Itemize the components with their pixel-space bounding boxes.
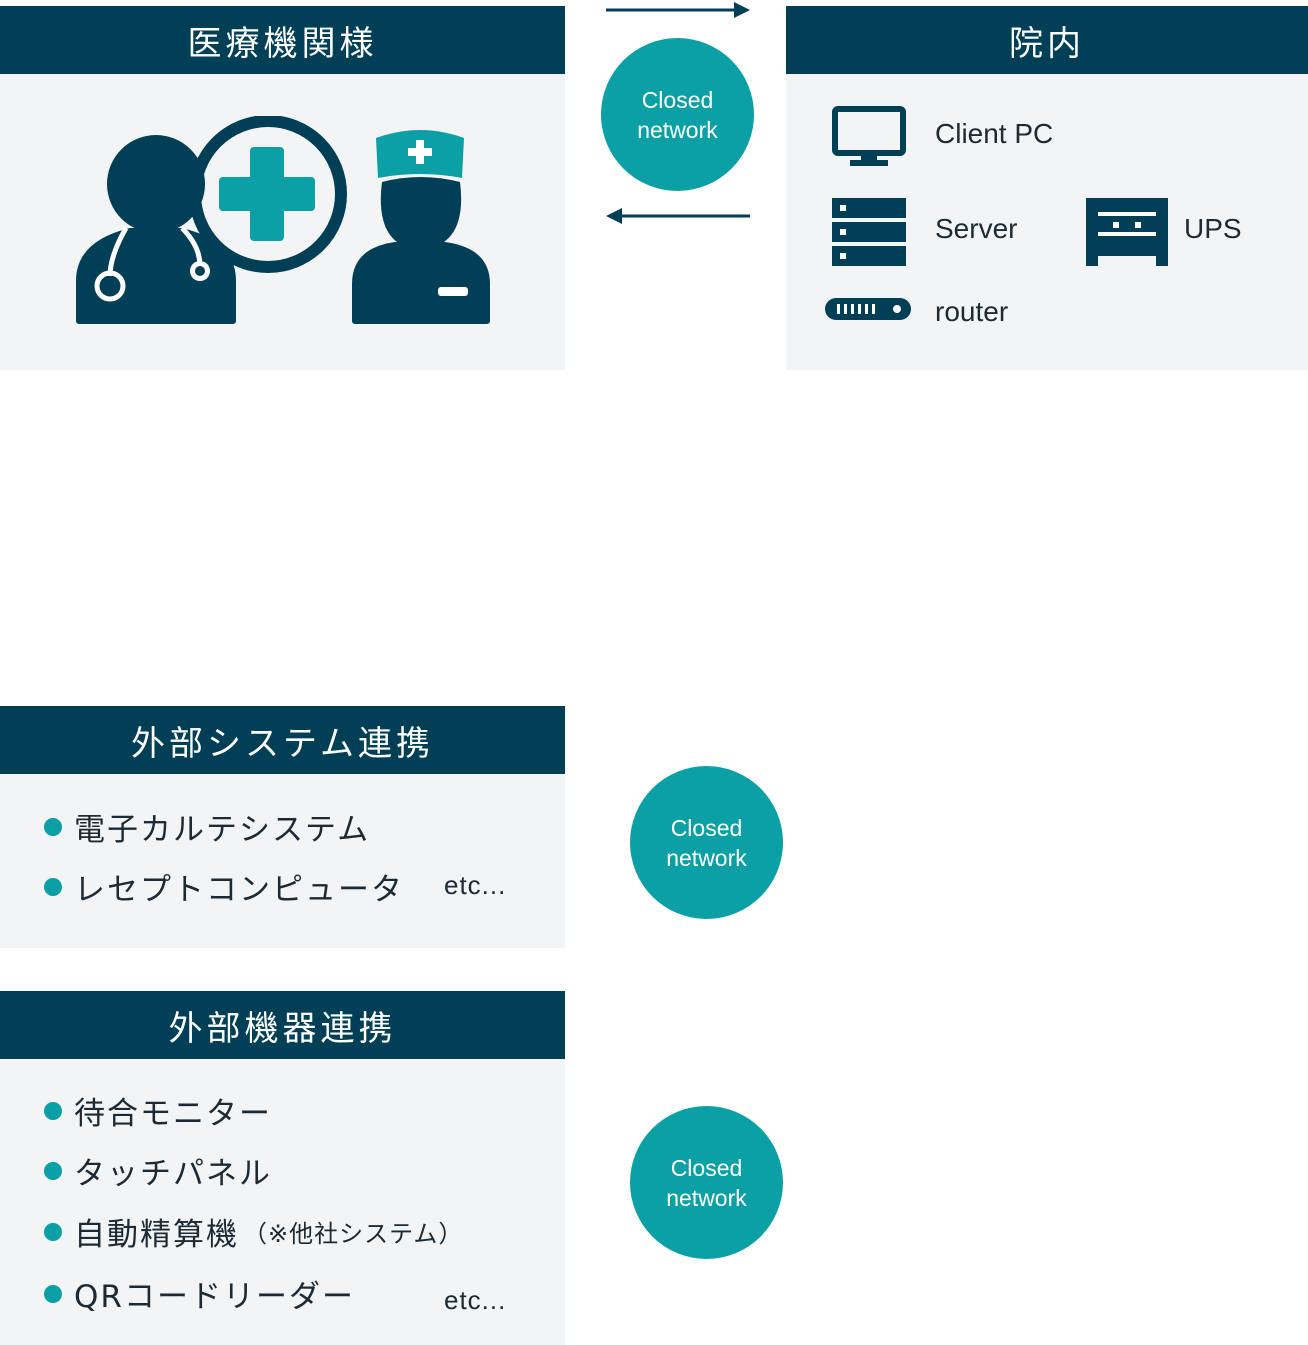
hospital-panel: 院内 Client PC Server UPS router [786,6,1308,370]
list-item-text: レセプトコンピュータ [74,872,404,908]
closed-network-line2: network [666,844,747,871]
list-item: レセプトコンピュータ [44,864,404,909]
list-item-text: 電子カルテシステム [74,812,371,848]
router-icon [825,298,911,320]
bullet-dot [44,1222,62,1241]
bullet-dot [44,1284,62,1303]
list-item-text: 待合モニター [74,1096,272,1132]
closed-network-line1: Closed [641,86,714,113]
closed-network-badge-bottom: Closed network [630,1106,783,1259]
list-item-text: タッチパネル [74,1156,272,1192]
arrow-left-icon [606,208,750,224]
external-systems-header: 外部システム連携 [0,706,565,774]
list-item: 電子カルテシステム [44,804,370,849]
bullet-dot [44,877,62,896]
medical-panel: 医療機関様 [0,6,565,370]
device-label-server: Server [935,213,1018,244]
closed-network-badge-top: Closed network [601,38,754,191]
list-item: タッチパネル [44,1148,272,1193]
hospital-header: 院内 [786,6,1308,74]
external-devices-panel: 外部機器連携 待合モニター タッチパネル 自動精算機 （※他社システム） QRコ… [0,991,565,1345]
list-item-text: 自動精算機 [74,1217,239,1253]
list-item: QRコードリーダー [44,1271,355,1316]
external-systems-panel: 外部システム連携 電子カルテシステム レセプトコンピュータ etc... [0,706,565,948]
device-label-client-pc: Client PC [935,118,1054,149]
closed-network-line1: Closed [670,814,743,841]
etc-label: etc... [444,1285,507,1315]
arrow-right-icon [606,2,750,18]
list-item: 自動精算機 （※他社システム） [44,1209,463,1254]
list-item-note: （※他社システム） [243,1220,464,1248]
medical-header: 医療機関様 [0,6,565,74]
ups-icon [1086,198,1168,266]
closed-network-line1: Closed [670,1154,743,1181]
doctor-nurse-icon [76,116,490,324]
bullet-dot [44,1161,62,1180]
external-devices-header: 外部機器連携 [0,991,565,1059]
list-item-text: QRコードリーダー [74,1279,355,1315]
device-label-router: router [935,296,1009,327]
bullet-dot [44,817,62,836]
device-label-ups: UPS [1184,213,1242,244]
monitor-icon [832,106,906,166]
closed-network-line2: network [637,116,718,143]
bullet-dot [44,1101,62,1120]
etc-label: etc... [444,870,507,900]
list-item: 待合モニター [44,1088,272,1133]
server-icon [832,198,906,266]
closed-network-badge-middle: Closed network [630,766,783,919]
closed-network-line2: network [666,1184,747,1211]
